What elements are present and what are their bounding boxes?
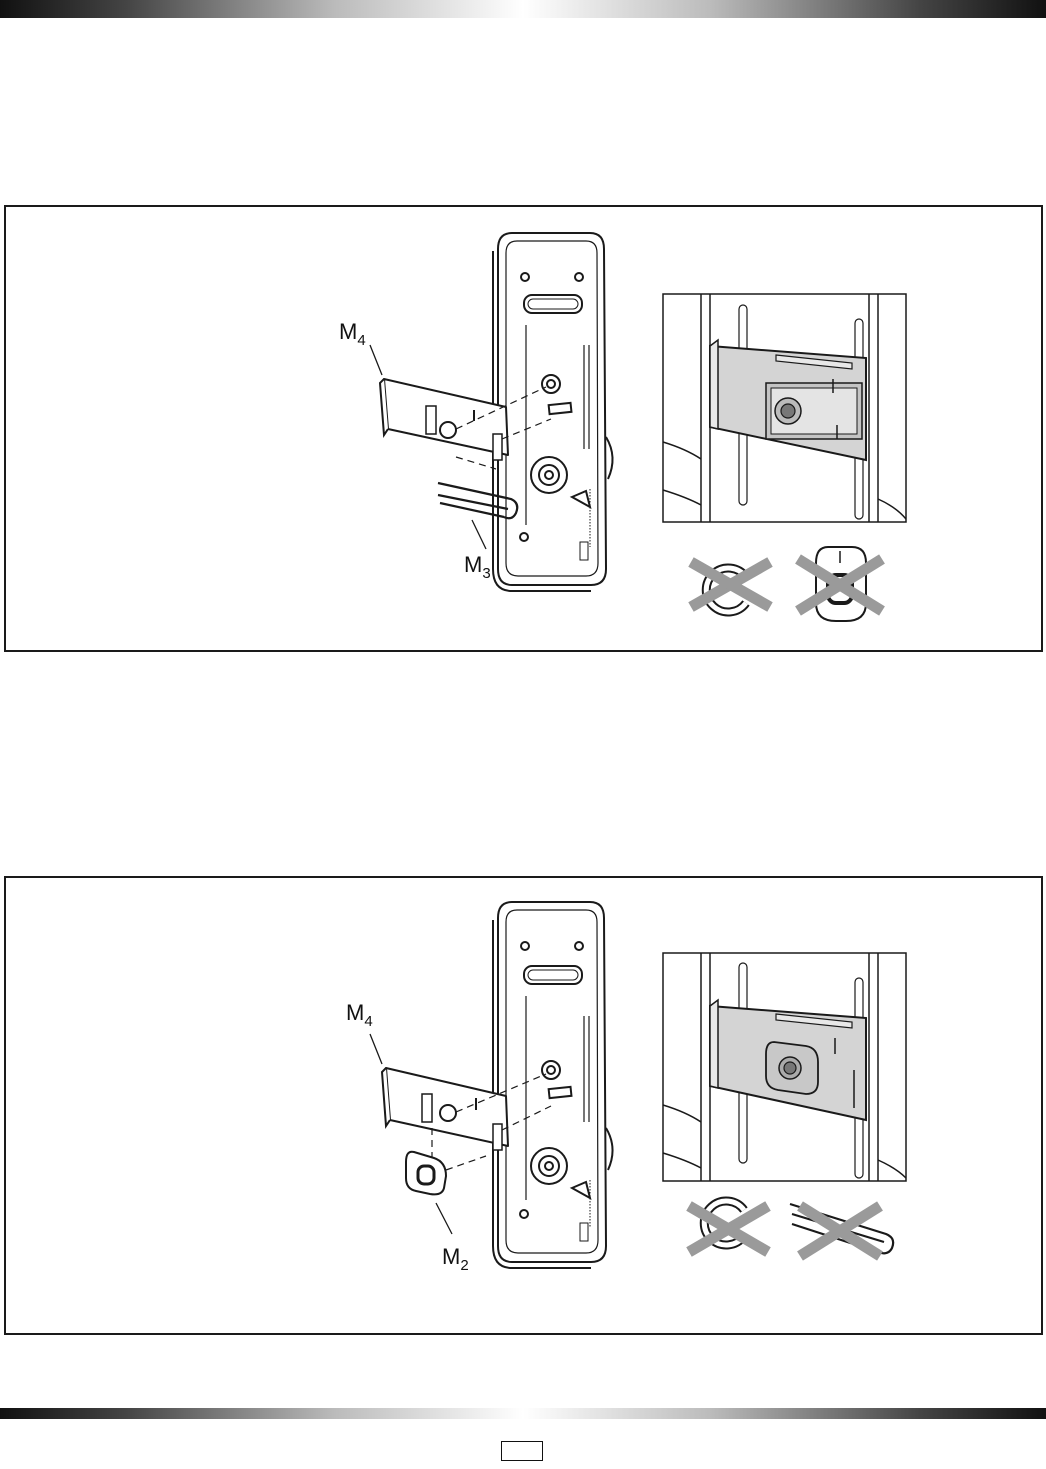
panel1-illustration: M4 M3 (6, 207, 1045, 654)
label-m4: M4 (346, 1000, 373, 1030)
wrong-d-washer-icon (798, 547, 882, 621)
wrong-c-clip-icon (689, 1201, 768, 1252)
bottom-gradient-bar (0, 1408, 1046, 1419)
label-m2: M2 (442, 1244, 469, 1274)
label-m3: M3 (464, 552, 491, 582)
detail-inset (663, 953, 906, 1181)
detail-inset (663, 294, 906, 522)
panel-step-m3-clip: M4 M3 (4, 205, 1043, 652)
bracket-m4 (380, 379, 508, 460)
bracket-m4 (382, 1068, 508, 1150)
lock-body (493, 233, 613, 591)
panel-step-m2-washer: M4 M2 (4, 876, 1043, 1335)
lock-body (493, 902, 613, 1268)
leader-lines (370, 1034, 452, 1234)
top-gradient-bar (0, 0, 1046, 18)
page-number-box (501, 1441, 543, 1461)
d-washer-m2 (406, 1152, 446, 1195)
panel2-illustration: M4 M2 (6, 878, 1045, 1337)
wrong-hairpin-clip-icon (790, 1204, 893, 1256)
label-m4: M4 (339, 319, 366, 349)
wrong-c-clip-icon (691, 562, 770, 612)
